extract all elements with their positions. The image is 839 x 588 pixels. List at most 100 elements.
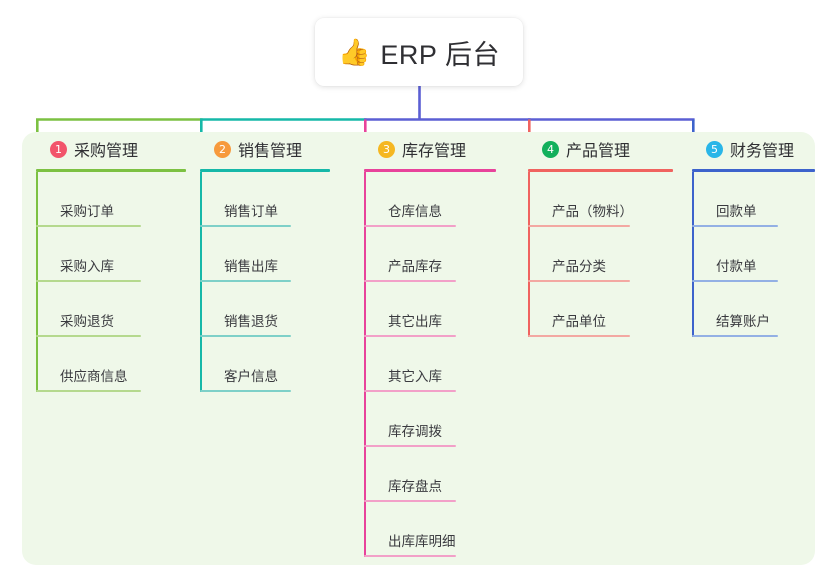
- leaf-label: 付款单: [716, 259, 757, 275]
- leaf-underline: [692, 225, 778, 227]
- leaf-label: 销售出库: [224, 259, 278, 275]
- leaf-item[interactable]: 结算账户: [692, 282, 815, 337]
- leaf-underline: [692, 280, 778, 282]
- branch-label: 产品管理: [566, 143, 631, 160]
- leaf-item[interactable]: 销售退货: [200, 282, 330, 337]
- leaf-label: 采购退货: [60, 314, 114, 330]
- leaf-item[interactable]: 采购入库: [36, 227, 186, 282]
- branch-underline: [36, 169, 186, 172]
- branch-underline: [528, 169, 673, 172]
- branch-badge-5: 5: [706, 140, 723, 158]
- branch-badge-1: 1: [50, 140, 67, 158]
- leaf-label: 产品库存: [388, 259, 442, 275]
- leaf-label: 回款单: [716, 204, 757, 220]
- leaf-label: 其它入库: [388, 369, 442, 385]
- leaf-list-5: 回款单付款单结算账户: [692, 172, 815, 337]
- leaf-list-4: 产品（物料） 产品分类产品单位: [528, 172, 673, 337]
- leaf-underline: [200, 390, 291, 392]
- leaf-spine: [364, 172, 366, 557]
- leaf-item[interactable]: 产品单位: [528, 282, 673, 337]
- leaf-underline: [528, 280, 630, 282]
- leaf-item[interactable]: 库存调拨: [364, 392, 496, 447]
- leaf-label: 销售退货: [224, 314, 278, 330]
- branch-label: 库存管理: [402, 143, 467, 160]
- leaf-label: 产品分类: [552, 259, 606, 275]
- branch-column-5: 5 财务管理回款单付款单结算账户: [692, 132, 815, 337]
- leaf-underline: [36, 335, 141, 337]
- leaf-underline: [36, 390, 141, 392]
- leaf-underline: [364, 280, 456, 282]
- leaf-label: 产品单位: [552, 314, 606, 330]
- leaf-item[interactable]: 付款单: [692, 227, 815, 282]
- branch-label: 销售管理: [238, 143, 303, 160]
- branch-badge-3: 3: [378, 140, 395, 158]
- leaf-item[interactable]: 采购退货: [36, 282, 186, 337]
- leaf-underline: [200, 335, 291, 337]
- branch-underline: [200, 169, 330, 172]
- leaf-item[interactable]: 产品分类: [528, 227, 673, 282]
- leaf-item[interactable]: 回款单: [692, 172, 815, 227]
- leaf-label: 其它出库: [388, 314, 442, 330]
- leaf-item[interactable]: 产品库存: [364, 227, 496, 282]
- leaf-label: 采购入库: [60, 259, 114, 275]
- leaf-item[interactable]: 销售出库: [200, 227, 330, 282]
- leaf-item[interactable]: 其它出库: [364, 282, 496, 337]
- leaf-underline: [200, 280, 291, 282]
- leaf-list-1: 采购订单采购入库采购退货供应商信息: [36, 172, 186, 392]
- leaf-underline: [36, 225, 141, 227]
- leaf-underline: [364, 555, 456, 557]
- leaf-item[interactable]: 库存盘点: [364, 447, 496, 502]
- root-title: ERP 后台: [380, 39, 500, 70]
- leaf-spine: [36, 172, 38, 392]
- branch-column-4: 4 产品管理产品（物料） 产品分类产品单位: [528, 132, 673, 337]
- leaf-underline: [364, 335, 456, 337]
- branch-header-4[interactable]: 4 产品管理: [528, 132, 673, 166]
- leaf-label: 库存调拨: [388, 424, 442, 440]
- branch-header-3[interactable]: 3 库存管理: [364, 132, 496, 166]
- leaf-label: 销售订单: [224, 204, 278, 220]
- leaf-label: 供应商信息: [60, 369, 128, 385]
- leaf-label: 库存盘点: [388, 479, 442, 495]
- leaf-spine: [200, 172, 202, 392]
- leaf-label: 采购订单: [60, 204, 114, 220]
- leaf-underline: [364, 390, 456, 392]
- leaf-underline: [528, 335, 630, 337]
- leaf-label: 出库库明细: [388, 534, 456, 550]
- branch-badge-4: 4: [542, 140, 559, 158]
- branch-header-5[interactable]: 5 财务管理: [692, 132, 815, 166]
- branch-label: 财务管理: [730, 143, 795, 160]
- root-node[interactable]: 👍 ERP 后台: [315, 18, 523, 86]
- branch-badge-2: 2: [214, 140, 231, 158]
- leaf-spine: [692, 172, 694, 337]
- leaf-item[interactable]: 出库库明细: [364, 502, 496, 557]
- leaf-label: 客户信息: [224, 369, 278, 385]
- leaf-underline: [364, 445, 456, 447]
- branches-panel: [22, 132, 815, 565]
- leaf-item[interactable]: 采购订单: [36, 172, 186, 227]
- leaf-item[interactable]: 其它入库: [364, 337, 496, 392]
- branch-underline: [364, 169, 496, 172]
- leaf-underline: [692, 335, 778, 337]
- leaf-underline: [364, 500, 456, 502]
- leaf-item[interactable]: 产品（物料）: [528, 172, 673, 227]
- leaf-item[interactable]: 仓库信息: [364, 172, 496, 227]
- leaf-underline: [528, 225, 630, 227]
- branch-header-2[interactable]: 2 销售管理: [200, 132, 330, 166]
- leaf-list-2: 销售订单销售出库销售退货客户信息: [200, 172, 330, 392]
- leaf-spine: [528, 172, 530, 337]
- leaf-item[interactable]: 销售订单: [200, 172, 330, 227]
- leaf-underline: [364, 225, 456, 227]
- branch-column-2: 2 销售管理销售订单销售出库销售退货客户信息: [200, 132, 330, 392]
- branch-column-3: 3 库存管理仓库信息产品库存其它出库其它入库库存调拨库存盘点出库库明细: [364, 132, 496, 557]
- leaf-underline: [36, 280, 141, 282]
- branch-underline: [692, 169, 815, 172]
- leaf-item[interactable]: 供应商信息: [36, 337, 186, 392]
- leaf-label: 产品（物料）: [552, 204, 633, 220]
- leaf-underline: [200, 225, 291, 227]
- leaf-item[interactable]: 客户信息: [200, 337, 330, 392]
- leaf-label: 结算账户: [716, 314, 770, 330]
- thumbs-up-icon: 👍: [338, 37, 371, 67]
